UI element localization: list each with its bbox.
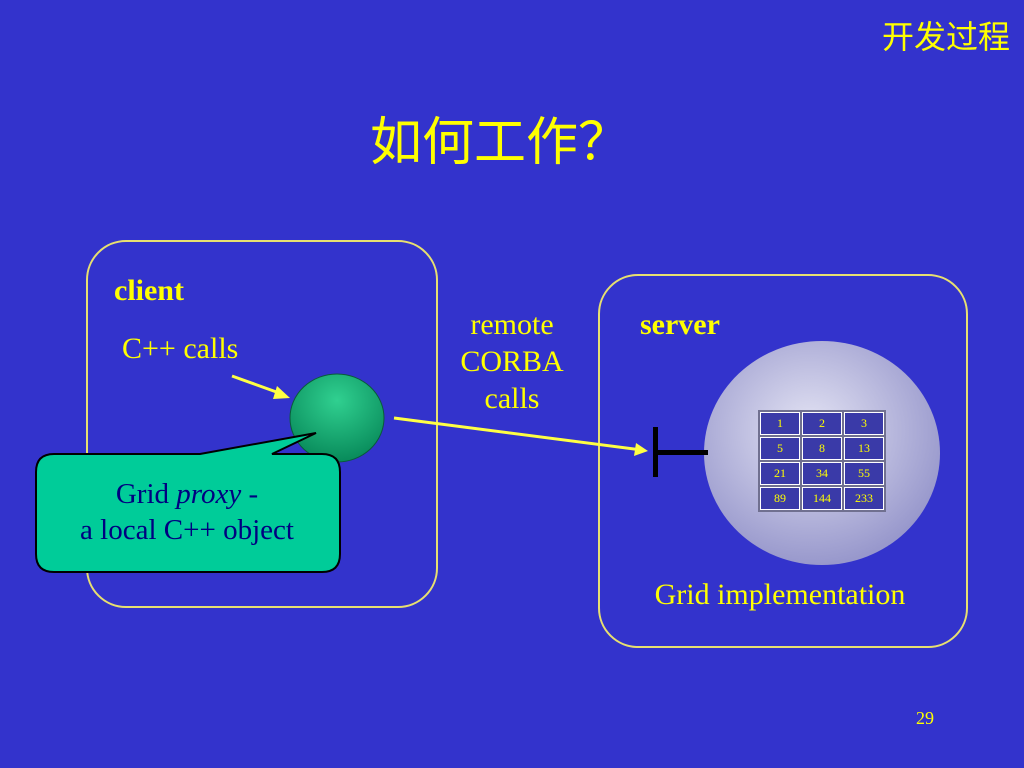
client-label: client [114, 274, 184, 307]
callout-line2: a local C++ object [80, 514, 294, 546]
callout-prefix: Grid [115, 478, 177, 510]
grid-cell: 233 [844, 487, 884, 510]
grid-cell: 89 [760, 487, 800, 510]
server-interface-stub [656, 450, 708, 455]
cpp-calls-label: C++ calls [122, 332, 239, 365]
grid-cell: 5 [760, 437, 800, 460]
grid-cell: 8 [802, 437, 842, 460]
callout-line1: Grid proxy - [44, 476, 330, 512]
remote-label-line2: CORBA [460, 345, 564, 378]
cpp-call-arrow [231, 374, 283, 396]
server-label: server [640, 308, 720, 341]
slide-title: 如何工作？ [369, 113, 630, 173]
callout-suffix: - [241, 478, 259, 510]
grid-cell: 13 [844, 437, 884, 460]
page-number: 29 [916, 708, 934, 728]
grid-implementation-label: Grid implementation [654, 578, 906, 611]
grid-cell: 34 [802, 462, 842, 485]
grid-cell: 55 [844, 462, 884, 485]
remote-call-arrowhead [634, 443, 648, 456]
grid-cell: 21 [760, 462, 800, 485]
remote-label-line1: remote [470, 308, 554, 341]
remote-call-arrow [393, 416, 643, 452]
remote-label-line3: calls [484, 382, 540, 415]
cpp-call-arrowhead [273, 386, 290, 399]
server-interface-bar [653, 427, 658, 477]
callout-text: Grid proxy - a local C++ object [44, 476, 330, 548]
grid-cell: 144 [802, 487, 842, 510]
section-label: 开发过程 [881, 18, 1010, 56]
callout-bubble [35, 432, 341, 573]
grid-cell: 1 [760, 412, 800, 435]
proxy-ball [289, 373, 385, 463]
server-panel [598, 274, 968, 648]
remote-corba-calls-label: remote CORBA calls [438, 306, 586, 417]
grid-cell: 2 [802, 412, 842, 435]
grid-cell: 3 [844, 412, 884, 435]
callout-proxy-word: proxy [176, 478, 242, 510]
